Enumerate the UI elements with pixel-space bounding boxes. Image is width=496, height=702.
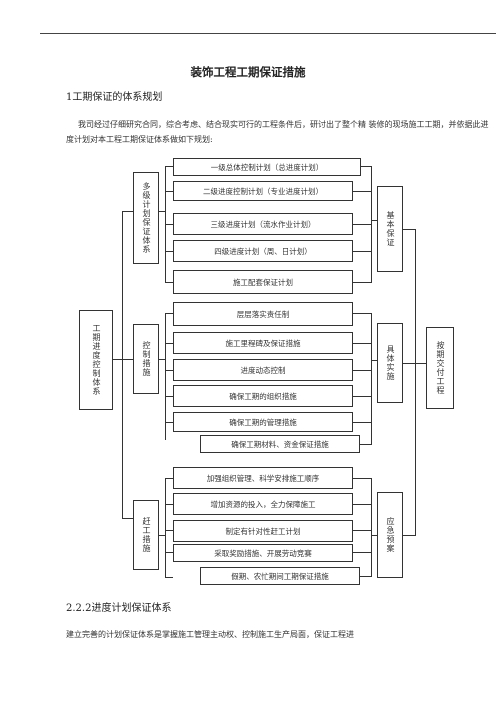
section-heading-2: 2.2.2进度计划保证体系	[66, 603, 172, 614]
item-support-plan: 施工配套保证计划	[173, 270, 353, 294]
right-box-contingency: 应急预案	[377, 492, 403, 578]
item-org-sequence: 加强组织管理、科学安排施工顺序	[173, 467, 353, 489]
group-box-1: 多级计划保证体系	[133, 172, 159, 264]
root-label: 工期进度控制体系	[92, 324, 101, 396]
item-org-measures: 确保工期的组织措施	[173, 385, 353, 407]
item-holiday: 假期、农忙期间工期保证措施	[200, 567, 360, 585]
right-box-basic: 基本保证	[377, 186, 403, 272]
item-dynamic-control: 进度动态控制	[173, 359, 353, 381]
group-box-2: 控制措施	[133, 324, 159, 394]
item-responsibility: 层层落实责任制	[173, 302, 353, 326]
root-box: 工期进度控制体系	[79, 310, 113, 410]
header-rule	[40, 33, 496, 34]
item-rush-plan: 制定有针对性赶工计划	[173, 520, 353, 542]
item-material-funds: 确保工期材料、资金保证措施	[200, 435, 360, 453]
right-box-implement: 具体实施	[377, 323, 403, 403]
item-mgmt-measures: 确保工期的管理措施	[173, 412, 353, 432]
group-box-3: 赶工措施	[133, 500, 159, 570]
item-resources: 增加资源的投入，全力保障施工	[173, 493, 353, 515]
item-plan-level-1: 一级总体控制计划（总进度计划）	[173, 158, 361, 176]
section-heading-1: 1工期保证的体系规划	[66, 92, 163, 103]
item-milestone: 施工里程碑及保证措施	[173, 332, 353, 354]
intro-paragraph: 我司经过仔细研究合同，综合考虑、结合现实可行的工程条件后，研讨出了整个精 装修的…	[66, 120, 489, 144]
document-title: 装饰工程工期保证措施	[190, 65, 306, 79]
item-incentives: 采取奖励措施、开展劳动竞赛	[173, 544, 353, 562]
item-plan-level-2: 二级进度控制计划（专业进度计划）	[173, 181, 353, 201]
closing-paragraph: 建立完善的计划保证体系是掌握施工管理主动权、控制施工生产局面，保证工程进	[66, 630, 354, 639]
item-plan-level-3: 三级进度计划（流水作业计划）	[173, 213, 353, 235]
far-right-box: 按期交付工程	[426, 327, 454, 409]
item-plan-level-4: 四级进度计划（周、日计划）	[173, 240, 353, 262]
